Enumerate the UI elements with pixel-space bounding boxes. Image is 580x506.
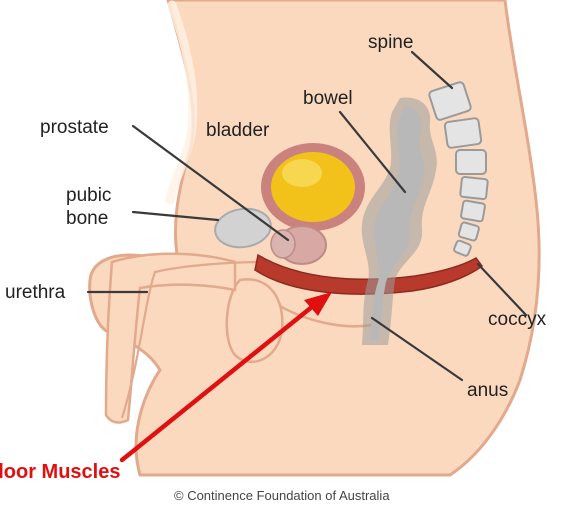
label-bladder: bladder <box>206 120 270 141</box>
image-credit: © Continence Foundation of Australia <box>174 488 390 503</box>
label-anus: anus <box>467 380 508 401</box>
label-coccyx: coccyx <box>488 309 547 330</box>
label-prostate: prostate <box>40 117 109 138</box>
urethra-bulb <box>271 230 295 258</box>
callout-floor-muscles: Floor Muscles <box>0 461 120 483</box>
label-spine: spine <box>368 32 413 53</box>
label-pubic-line2: bone <box>66 208 108 229</box>
label-urethra: urethra <box>5 282 66 303</box>
scrotum <box>227 279 283 362</box>
label-pubic-line1: pubic <box>66 185 111 206</box>
bladder-shine <box>282 159 322 187</box>
label-bowel: bowel <box>303 88 353 109</box>
